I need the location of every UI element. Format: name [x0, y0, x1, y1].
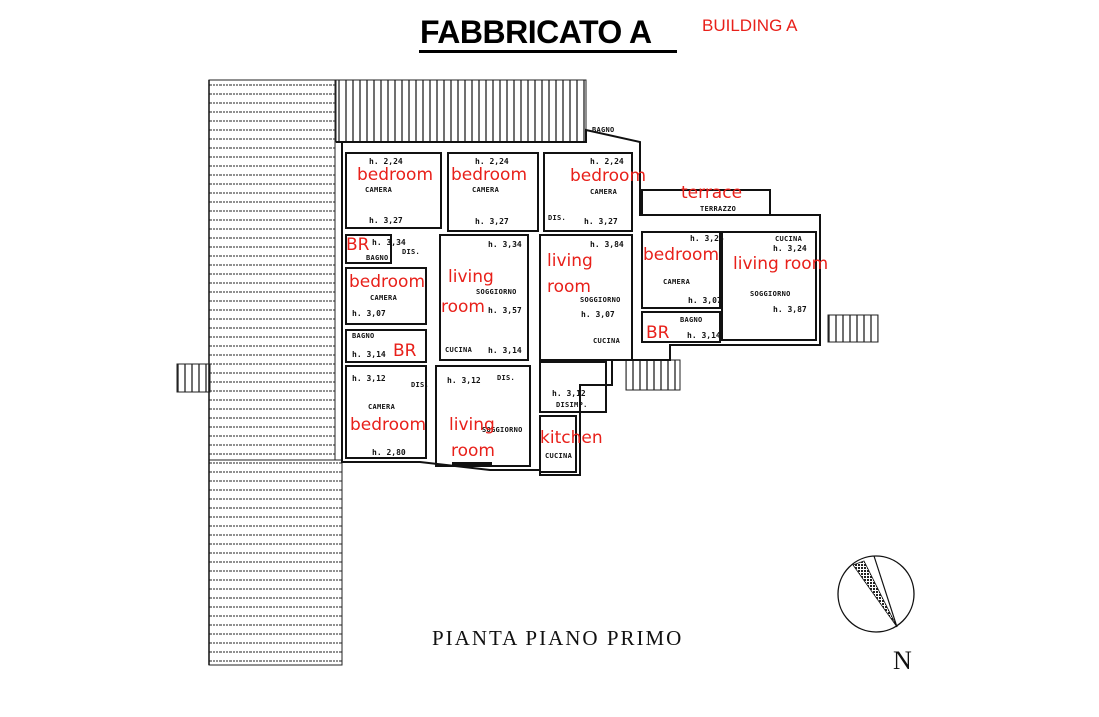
room-label: DISIMP. — [556, 401, 588, 409]
room-label: SOGGIORNO — [482, 426, 523, 434]
roof-hatch-west — [208, 79, 343, 666]
page-title: FABBRICATO A — [420, 14, 652, 50]
height-label: h. 2,24 — [369, 157, 403, 166]
annotation-bathroom: BR — [646, 323, 670, 343]
room-label: BAGNO — [592, 126, 615, 134]
room-label: BAGNO — [680, 316, 703, 324]
annotation-living: living — [547, 251, 593, 271]
height-label: h. 2,24 — [590, 157, 624, 166]
height-label: h. 3,24 — [690, 234, 724, 243]
height-label: h. 2,80 — [372, 448, 406, 457]
height-label: h. 3,14 — [352, 350, 386, 359]
height-label: h. 3,07 — [581, 310, 615, 319]
stair-west — [176, 363, 211, 393]
annotation-living-room: living room — [733, 254, 829, 274]
room-label: CUCINA — [545, 452, 573, 460]
height-label: h. 2,24 — [475, 157, 509, 166]
annotation-terrace: terrace — [681, 183, 743, 203]
annotation-bedroom: bedroom — [357, 165, 434, 185]
annotation-room: room — [441, 297, 485, 317]
plan-title: PIANTA PIANO PRIMO — [432, 626, 684, 650]
room-label: CAMERA — [368, 403, 396, 411]
room-label: SOGGIORNO — [476, 288, 517, 296]
room-label: CAMERA — [590, 188, 618, 196]
room-label: CAMERA — [365, 186, 393, 194]
room-label: DIS. — [411, 381, 430, 389]
height-label: h. 3,27 — [584, 217, 618, 226]
stair-south — [625, 359, 681, 391]
room-label: DIS. — [497, 374, 516, 382]
annotation-room: room — [451, 441, 495, 461]
room-label: CAMERA — [472, 186, 500, 194]
walls — [336, 128, 821, 476]
room-label: DIS. — [402, 248, 421, 256]
height-label: h. 3,87 — [773, 305, 807, 314]
room-label: CAMERA — [370, 294, 398, 302]
annotation-room: room — [547, 277, 591, 297]
annotation-kitchen: kitchen — [540, 428, 603, 448]
annotation-living: living — [448, 267, 494, 287]
stair-east — [827, 314, 879, 343]
annotation-bedroom: bedroom — [350, 415, 427, 435]
room-label: CUCINA — [445, 346, 473, 354]
height-label: h. 3,14 — [687, 331, 721, 340]
room-label: BAGNO — [366, 254, 389, 262]
annotation-living: living — [449, 415, 495, 435]
height-label: h. 3,27 — [369, 216, 403, 225]
annotation-bathroom: BR — [393, 341, 417, 361]
height-label: h. 3,12 — [352, 374, 386, 383]
room-label: CUCINA — [775, 235, 803, 243]
annotation-bathroom: BR — [346, 235, 370, 255]
roof-hatch-north — [335, 79, 587, 143]
height-label: h. 3,24 — [773, 244, 807, 253]
annotation-bedroom: bedroom — [643, 245, 720, 265]
height-label: h. 3,12 — [447, 376, 481, 385]
north-label: N — [893, 646, 912, 675]
annotation-bedroom: bedroom — [451, 165, 528, 185]
height-label: h. 3,27 — [475, 217, 509, 226]
room-label: TERRAZZO — [700, 205, 737, 213]
height-label: h. 3,12 — [552, 389, 586, 398]
annotation-bedroom: bedroom — [570, 166, 647, 186]
room-label: CUCINA — [593, 337, 621, 345]
room-label: BAGNO — [352, 332, 375, 340]
height-label: h. 3,07 — [352, 309, 386, 318]
room-label: SOGGIORNO — [580, 296, 621, 304]
annotation-bedroom: bedroom — [349, 272, 426, 292]
height-label: h. 3,07 — [688, 296, 722, 305]
height-label: h. 3,34 — [488, 240, 522, 249]
room-label: SOGGIORNO — [750, 290, 791, 298]
title-translation: BUILDING A — [702, 16, 798, 35]
title-underline — [419, 50, 677, 53]
height-label: h. 3,34 — [372, 238, 406, 247]
height-label: h. 3,84 — [590, 240, 624, 249]
height-label: h. 3,57 — [488, 306, 522, 315]
balcony-strip — [452, 462, 492, 466]
height-label: h. 3,14 — [488, 346, 522, 355]
room-label: DIS. — [548, 214, 567, 222]
room-label: CAMERA — [663, 278, 691, 286]
north-arrow-icon — [837, 555, 915, 633]
